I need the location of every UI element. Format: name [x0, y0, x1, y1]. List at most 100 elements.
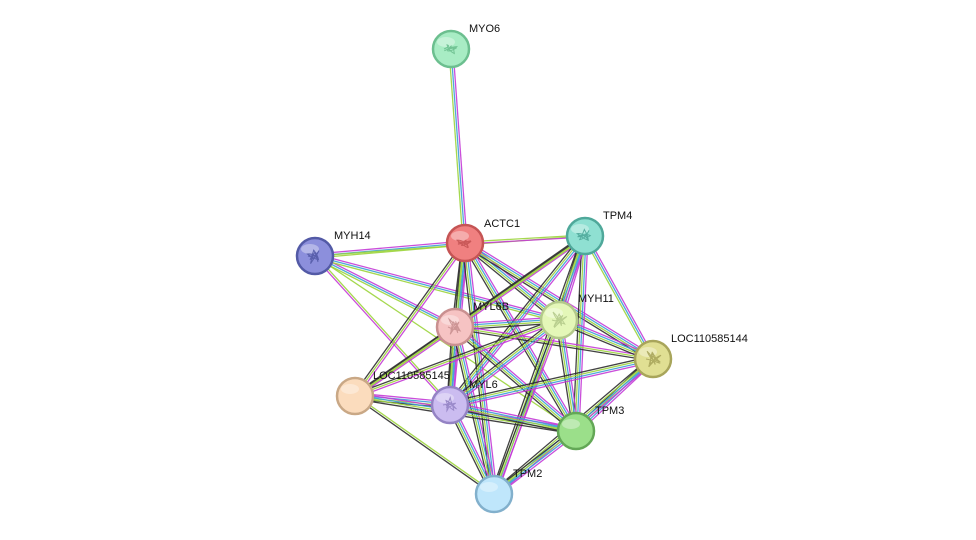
- edge-MYH11-MYL6: [447, 317, 562, 408]
- edge-ACTC1-LOC110585145: [352, 241, 468, 398]
- edge-strand: [450, 403, 577, 431]
- edge-strand: [452, 328, 575, 434]
- edge-strand: [447, 317, 558, 404]
- edge-MYH11-LOC110585145: [354, 317, 560, 399]
- edge-ACTC1-MYH11: [462, 240, 562, 323]
- node-gloss: [571, 224, 589, 234]
- protein-structure-icon: [455, 239, 472, 249]
- edge-strand: [465, 241, 561, 320]
- node-gloss: [562, 419, 580, 429]
- node-label: LOC110585144: [671, 333, 748, 345]
- protein-structure-path: [443, 44, 458, 55]
- edge-strand: [465, 236, 586, 245]
- edge-strand: [449, 357, 653, 405]
- node-label: TPM3: [595, 405, 624, 417]
- node-TPM2[interactable]: TPM2: [474, 468, 542, 514]
- edge-ACTC1-TPM4: [464, 234, 586, 245]
- edge-strand: [450, 48, 466, 244]
- node-label: TPM4: [603, 210, 632, 222]
- edge-strand: [452, 48, 468, 243]
- edge-MYH11-TPM2: [491, 319, 562, 495]
- node-MYH11[interactable]: MYH11: [539, 293, 614, 340]
- edge-strand: [450, 401, 577, 429]
- node-TPM4[interactable]: TPM4: [565, 210, 632, 256]
- edge-strand: [462, 244, 558, 323]
- node-LOC110585144[interactable]: LOC110585144: [633, 333, 748, 379]
- edge-strand: [315, 253, 560, 319]
- edge-strand: [352, 241, 464, 396]
- protein-structure-path: [455, 239, 472, 249]
- protein-structure-path: [575, 228, 592, 242]
- edge-strand: [455, 325, 578, 431]
- edge-strand: [354, 326, 456, 397]
- node-circle[interactable]: [430, 385, 470, 425]
- edge-LOC110585145-TPM2: [354, 394, 495, 496]
- edge-strand: [356, 243, 468, 398]
- edge-LOC110585144-MYL6: [449, 355, 654, 409]
- edge-strand: [449, 355, 653, 403]
- edge-MYO6-ACTC1: [448, 48, 468, 244]
- node-TPM3[interactable]: TPM3: [556, 405, 624, 451]
- edge-strand: [313, 257, 455, 330]
- edge-strand: [314, 257, 559, 323]
- edge-strand: [450, 361, 654, 409]
- protein-structure-path: [645, 350, 662, 368]
- node-MYL6B[interactable]: MYL6B: [435, 301, 509, 347]
- edge-strand: [455, 326, 496, 494]
- node-label: MYL6B: [473, 301, 509, 313]
- edge-MYH14-MYL6: [313, 254, 452, 407]
- edge-strand: [466, 239, 655, 358]
- edge-strand: [355, 321, 560, 399]
- edge-strand: [314, 255, 456, 328]
- node-LOC110585145[interactable]: LOC110585145: [335, 370, 450, 416]
- node-label: MYO6: [469, 23, 500, 35]
- edge-MYH14-ACTC1: [314, 240, 466, 259]
- protein-structure-path: [447, 317, 462, 335]
- edge-strand: [574, 235, 585, 431]
- node-circle[interactable]: [474, 474, 514, 514]
- node-MYH14[interactable]: MYH14: [295, 230, 371, 276]
- protein-structure-icon: [306, 249, 320, 264]
- node-circle[interactable]: [556, 411, 596, 451]
- edge-strand: [354, 242, 466, 397]
- edge-strand: [456, 324, 579, 430]
- edge-strand: [461, 244, 574, 433]
- edge-strand: [448, 49, 464, 244]
- node-ACTC1[interactable]: ACTC1: [445, 218, 520, 263]
- edge-strand: [455, 324, 654, 358]
- edge-MYH14-MYH11: [314, 253, 560, 323]
- edge-strand: [454, 328, 653, 362]
- edge-TPM4-LOC110585144: [582, 234, 656, 361]
- node-MYL6[interactable]: MYL6: [430, 379, 498, 425]
- node-label: LOC110585145: [373, 370, 450, 382]
- protein-structure-icon: [442, 396, 458, 413]
- edge-strand: [313, 256, 450, 407]
- edge-MYL6-TPM3: [449, 401, 577, 435]
- protein-structure-icon: [551, 311, 568, 328]
- edge-strand: [464, 234, 585, 243]
- protein-structure-path: [442, 396, 458, 413]
- protein-structure-icon: [575, 228, 592, 242]
- edge-strand: [461, 243, 492, 495]
- edge-strand: [355, 394, 495, 494]
- edge-strand: [582, 236, 652, 361]
- edge-strand: [490, 234, 583, 494]
- edge-strand: [463, 243, 559, 322]
- edge-MYL6B-LOC110585144: [454, 324, 654, 362]
- node-label: MYL6: [469, 379, 498, 391]
- edge-strand: [455, 237, 587, 330]
- node-gloss: [480, 482, 498, 492]
- node-gloss: [301, 244, 319, 254]
- edge-strand: [355, 328, 457, 399]
- edge-strand: [315, 254, 452, 405]
- protein-structure-path: [306, 249, 320, 264]
- edge-strand: [451, 237, 588, 408]
- node-circle[interactable]: [335, 376, 375, 416]
- node-label: TPM2: [513, 468, 542, 480]
- edges-layer: [313, 48, 656, 497]
- edge-strand: [354, 319, 560, 397]
- node-MYO6[interactable]: MYO6: [431, 23, 500, 69]
- protein-structure-icon: [447, 317, 462, 335]
- edge-MYH14-MYL6B: [313, 253, 457, 330]
